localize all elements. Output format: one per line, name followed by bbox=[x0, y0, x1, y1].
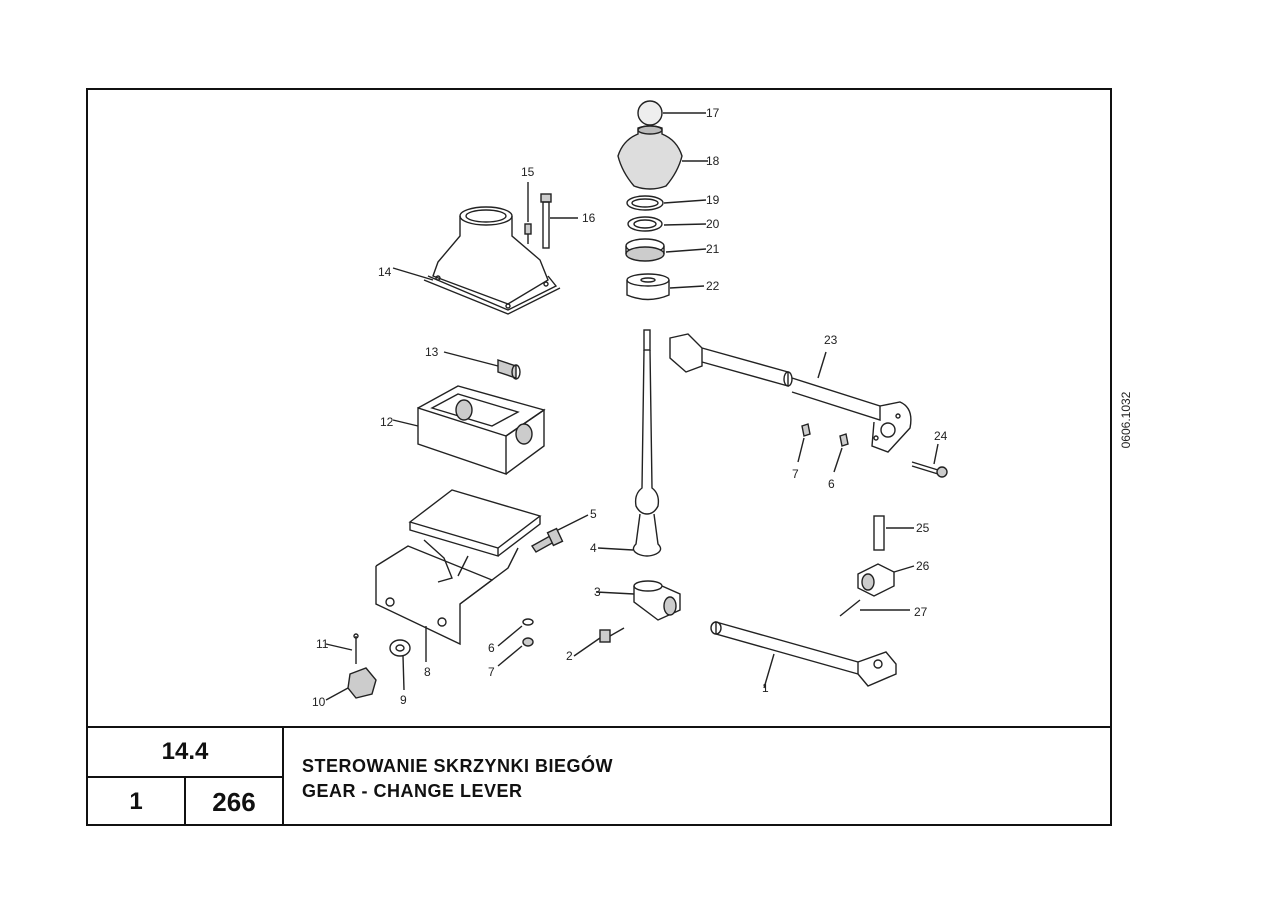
part-18-boot bbox=[617, 125, 708, 190]
part-22-spacer bbox=[626, 273, 705, 301]
part-15-screw bbox=[524, 182, 532, 244]
callout-15: 15 bbox=[521, 165, 535, 179]
callout-25: 25 bbox=[916, 521, 930, 535]
callout-7-lower: 7 bbox=[488, 665, 495, 679]
title-block: 14.4 1 266 STEROWANIE SKRZYNKI BIEGÓW GE… bbox=[88, 726, 1110, 826]
part-27-pin bbox=[839, 599, 910, 617]
part-11-pin bbox=[325, 633, 359, 664]
drawing-sheet: 17 18 19 20 21 22 15 16 14 13 12 23 24 7… bbox=[86, 88, 1112, 826]
section-number: 14.4 bbox=[88, 728, 284, 778]
callout-4: 4 bbox=[590, 541, 597, 555]
part-4-lever bbox=[597, 329, 662, 557]
callout-20: 20 bbox=[706, 217, 720, 231]
part-6-7-nuts-lower bbox=[497, 618, 534, 667]
callout-14: 14 bbox=[378, 265, 392, 279]
callout-2: 2 bbox=[566, 649, 573, 663]
page-number: 266 bbox=[186, 778, 284, 826]
callout-16: 16 bbox=[582, 211, 596, 225]
title-polish: STEROWANIE SKRZYNKI BIEGÓW bbox=[302, 756, 614, 776]
callout-3: 3 bbox=[594, 585, 601, 599]
part-8-bracket bbox=[375, 489, 542, 662]
part-25-pin bbox=[873, 515, 914, 551]
callout-26: 26 bbox=[916, 559, 930, 573]
part-6-7-nuts-upper bbox=[797, 423, 849, 473]
part-16-bolt bbox=[540, 193, 578, 249]
part-1-shaft bbox=[710, 621, 897, 689]
callout-9: 9 bbox=[400, 693, 407, 707]
part-3-clamp bbox=[595, 580, 681, 621]
exploded-parts-diagram: 17 18 19 20 21 22 15 16 14 13 12 23 24 7… bbox=[88, 90, 1114, 726]
part-17-knob bbox=[637, 100, 706, 126]
callout-12: 12 bbox=[380, 415, 394, 429]
callout-1: 1 bbox=[762, 681, 769, 695]
callout-7-upper: 7 bbox=[792, 467, 799, 481]
callout-27: 27 bbox=[914, 605, 928, 619]
part-23-rod bbox=[669, 333, 912, 453]
callout-5: 5 bbox=[590, 507, 597, 521]
part-24-bolt bbox=[911, 443, 948, 478]
volume-number: 1 bbox=[88, 778, 186, 826]
callout-6-lower: 6 bbox=[488, 641, 495, 655]
part-2-bolt bbox=[573, 627, 625, 657]
part-14-cover bbox=[392, 206, 561, 315]
callout-23: 23 bbox=[824, 333, 838, 347]
callout-13: 13 bbox=[425, 345, 439, 359]
part-21-bushing bbox=[625, 238, 707, 262]
callout-21: 21 bbox=[706, 242, 720, 256]
callout-24: 24 bbox=[934, 429, 948, 443]
part-26-joint bbox=[857, 563, 915, 597]
title-text: STEROWANIE SKRZYNKI BIEGÓW GEAR - CHANGE… bbox=[302, 754, 613, 804]
part-9-washer bbox=[389, 639, 411, 691]
part-10-nut bbox=[325, 667, 377, 701]
callout-18: 18 bbox=[706, 154, 720, 168]
callout-6-upper: 6 bbox=[828, 477, 835, 491]
part-5-bolt bbox=[530, 514, 589, 553]
part-13-plug bbox=[443, 351, 521, 380]
callout-22: 22 bbox=[706, 279, 720, 293]
title-english: GEAR - CHANGE LEVER bbox=[302, 781, 523, 801]
callout-8: 8 bbox=[424, 665, 431, 679]
drawing-code: 0606.1032 bbox=[1119, 391, 1133, 449]
part-20-ring bbox=[627, 216, 707, 232]
callout-19: 19 bbox=[706, 193, 720, 207]
callout-17: 17 bbox=[706, 106, 720, 120]
part-19-ring bbox=[626, 195, 707, 211]
callout-10: 10 bbox=[312, 695, 326, 709]
part-12-housing bbox=[392, 385, 546, 475]
callout-11: 11 bbox=[316, 637, 329, 651]
